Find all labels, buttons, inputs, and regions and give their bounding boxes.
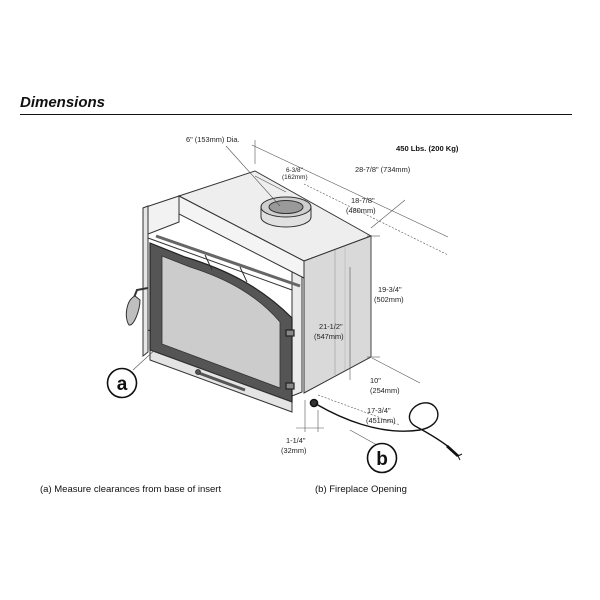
caption-b: (b) Fireplace Opening: [315, 484, 407, 495]
front-offset-mm-label: (32mm): [281, 446, 306, 455]
base-depth-in-label: 10": [370, 376, 381, 385]
title-rule: [20, 114, 572, 115]
width-top-label: 28-7/8" (734mm): [355, 165, 410, 174]
opening-depth-in-label: 17-3/4": [367, 406, 391, 415]
callout-b-letter: b: [376, 449, 388, 470]
section-title: Dimensions: [20, 94, 106, 111]
flue-offset-mm-label: (162mm): [282, 174, 308, 181]
front-height-mm-label: (547mm): [314, 332, 344, 341]
opening-depth-mm-label: (451mm): [366, 416, 396, 425]
caption-a: (a) Measure clearances from base of inse…: [40, 484, 222, 495]
rear-height-in-label: 19-3/4": [378, 285, 402, 294]
front-height-in-label: 21-1/2": [319, 322, 343, 331]
door-handle-icon: [125, 287, 149, 326]
callout-a-letter: a: [117, 374, 128, 395]
base-area: [149, 349, 293, 413]
depth-in-label: 18-7/8": [351, 196, 375, 205]
flue-collar: [260, 196, 312, 228]
front-offset-in-label: 1-1/4": [286, 436, 306, 445]
depth-mm-label: (480mm): [346, 206, 376, 215]
weight-label: 450 Lbs. (200 Kg): [396, 144, 459, 153]
flue-offset-in-label: 6-3/8": [286, 167, 303, 174]
callout-b: b: [366, 442, 398, 474]
flue-diameter-label: 6" (153mm) Dia.: [186, 135, 240, 144]
door: [149, 234, 301, 403]
callout-a: a: [106, 367, 138, 399]
base-depth-mm-label: (254mm): [370, 386, 400, 395]
dimension-lines: [132, 140, 449, 446]
power-cord-icon: [309, 398, 463, 461]
rear-height-mm-label: (502mm): [374, 295, 404, 304]
dimension-labels: 6" (153mm) Dia. 450 Lbs. (200 Kg) 6-3/8"…: [186, 135, 459, 455]
